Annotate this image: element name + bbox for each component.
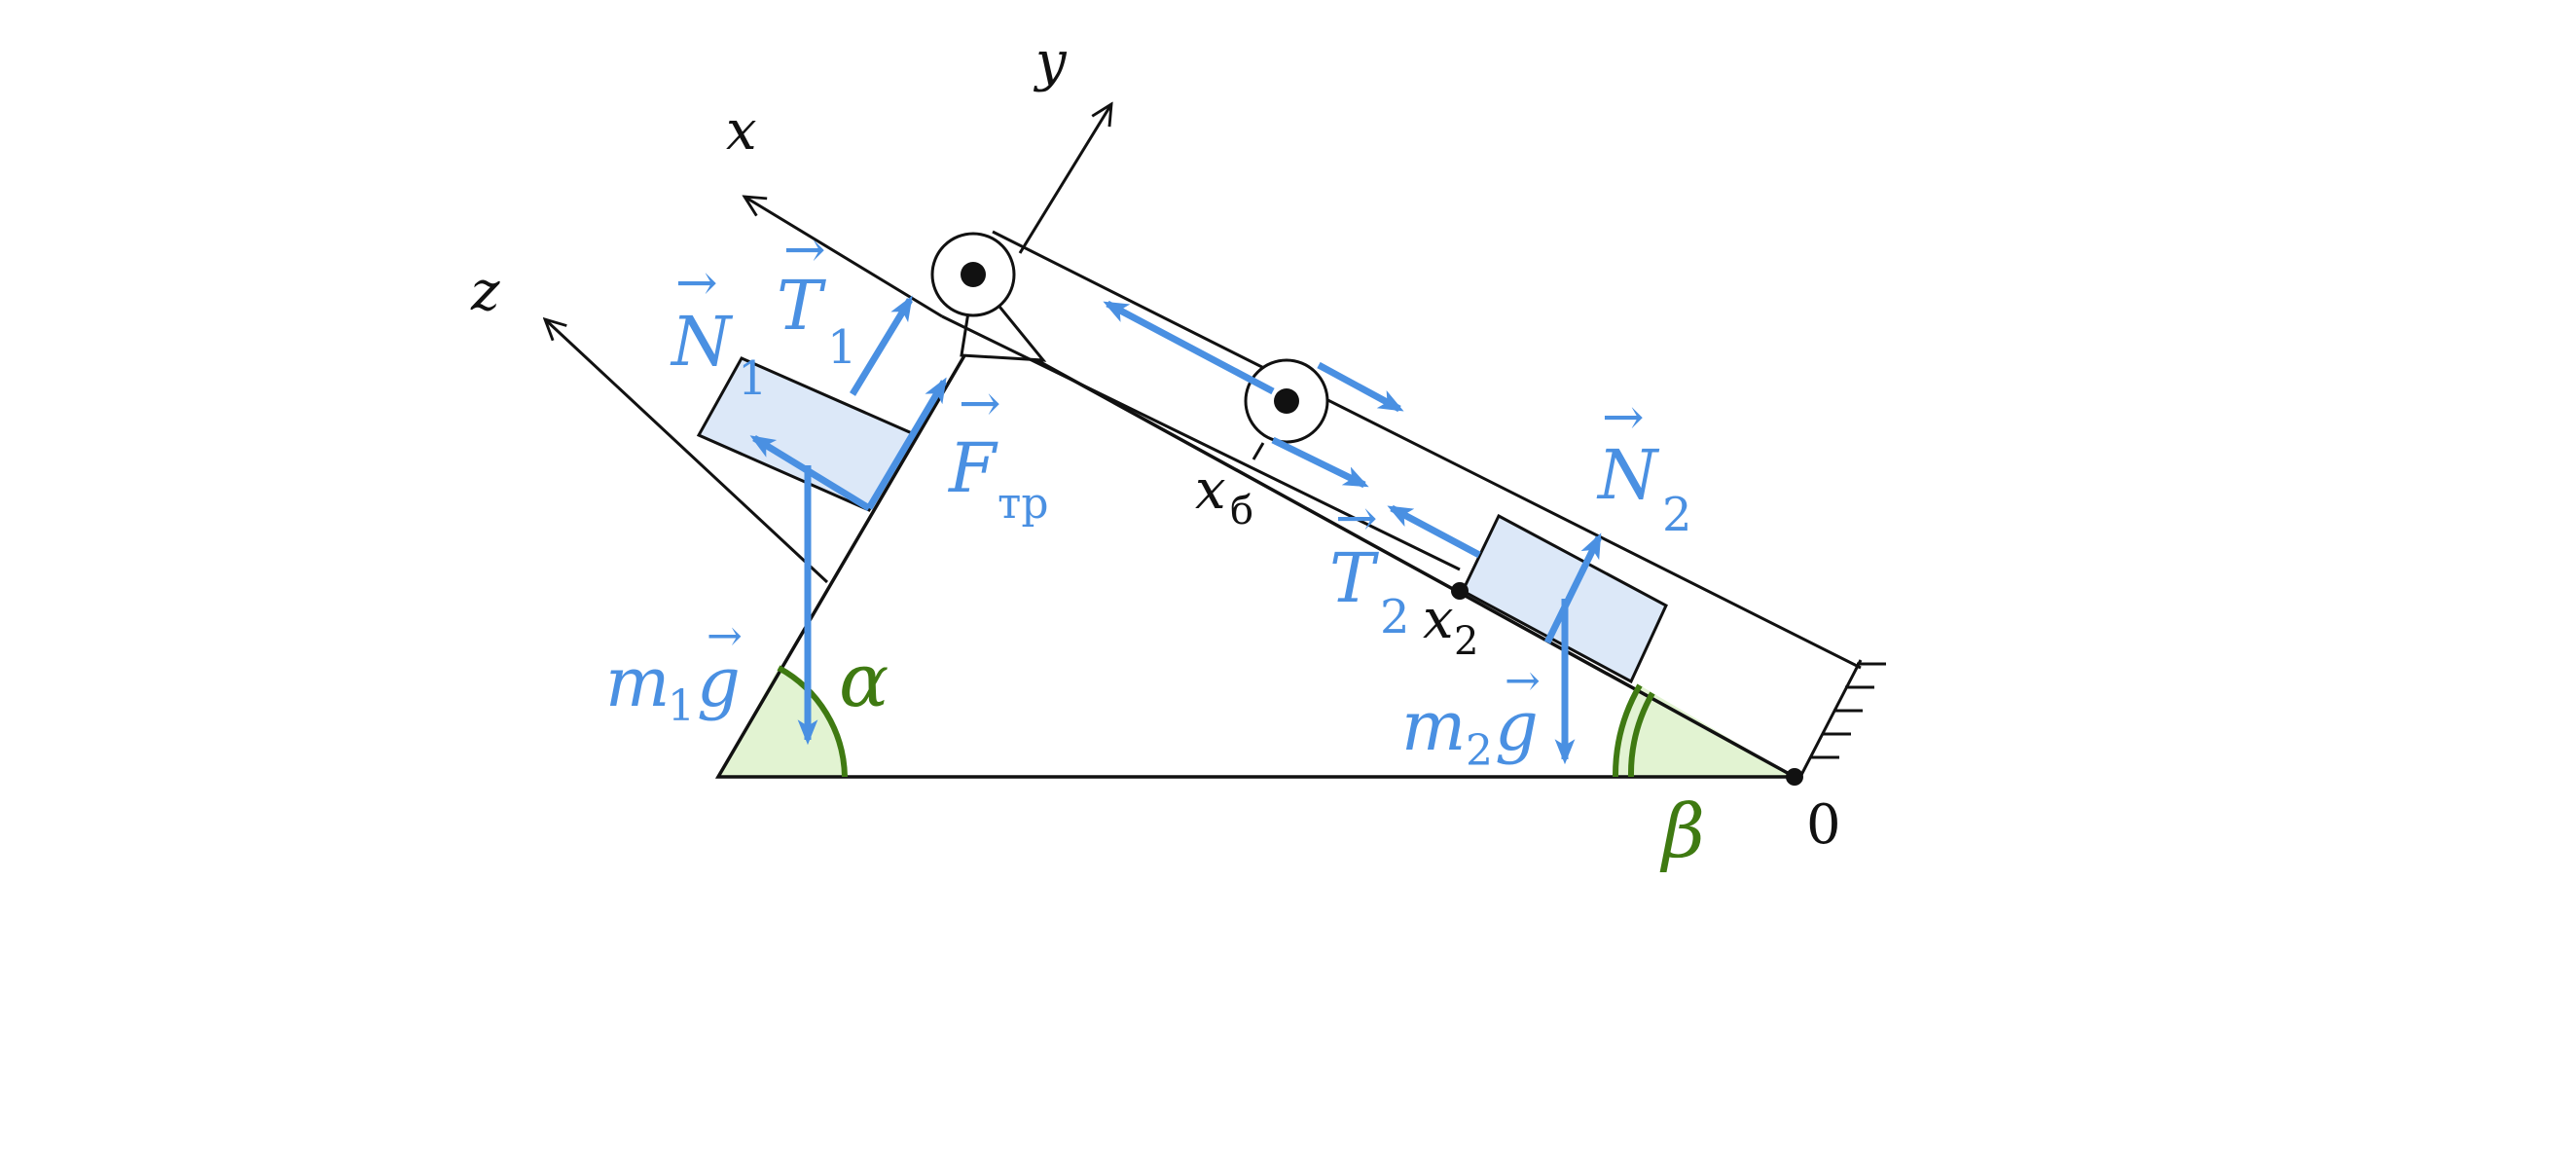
force-pulley-2-upper-left — [1103, 300, 1275, 395]
svg-text:g: g — [1495, 686, 1539, 766]
force-T2 — [1387, 504, 1481, 559]
force-T1 — [850, 295, 913, 396]
force-N1 — [749, 435, 871, 511]
alpha-angle-arc — [777, 665, 848, 778]
wall — [1798, 659, 1863, 778]
wall-hatching — [1810, 662, 1886, 759]
y-axis — [1018, 104, 1111, 254]
label-m1g: m 1 → g — [605, 611, 743, 731]
label-T2: → T 2 — [1329, 490, 1410, 644]
svg-text:N: N — [670, 302, 734, 382]
force-pulley-2-lower-right — [1271, 436, 1369, 489]
force-pulley-2-upper-right — [1317, 361, 1404, 413]
svg-text:→: → — [1505, 656, 1541, 706]
axis-z-label: z — [470, 260, 500, 323]
label-x2: x 2 — [1423, 588, 1478, 664]
svg-text:T: T — [777, 266, 826, 346]
beta-angle-arc-outer — [1612, 683, 1643, 778]
x2-point — [1451, 582, 1469, 600]
svg-text:2: 2 — [1454, 619, 1478, 664]
label-origin: 0 — [1806, 793, 1841, 857]
svg-text:x: x — [1195, 459, 1226, 522]
svg-text:2: 2 — [1466, 726, 1493, 776]
svg-text:→: → — [1335, 490, 1378, 548]
x-axis — [744, 197, 943, 318]
svg-text:2: 2 — [1380, 590, 1410, 644]
label-x6: x б — [1195, 459, 1253, 533]
pulley-2-axle — [1274, 388, 1299, 414]
svg-text:2: 2 — [1662, 488, 1692, 542]
svg-text:→: → — [1602, 388, 1645, 447]
rope-lower — [941, 314, 1461, 571]
beta-angle-arc-inner — [1627, 691, 1655, 778]
svg-text:→: → — [783, 221, 826, 279]
z-axis — [545, 319, 829, 584]
alpha-angle-fill — [718, 668, 845, 777]
force-Ftr — [865, 377, 948, 510]
label-m2g: m 2 → g — [1401, 656, 1541, 776]
block-1 — [696, 356, 915, 512]
svg-text:m: m — [1401, 686, 1466, 766]
axis-y-label: y — [1033, 30, 1068, 93]
svg-text:тр: тр — [998, 479, 1049, 529]
label-beta: β — [1659, 788, 1705, 874]
wedge — [714, 326, 1796, 779]
svg-text:→: → — [675, 254, 718, 312]
svg-text:m: m — [605, 643, 670, 722]
svg-text:g: g — [697, 643, 741, 722]
svg-text:1: 1 — [827, 320, 857, 375]
force-N2 — [1543, 532, 1603, 644]
svg-text:б: б — [1230, 489, 1253, 533]
axis-x-label: x — [726, 99, 757, 163]
svg-text:T: T — [1329, 538, 1379, 618]
rope-upper — [992, 230, 1862, 670]
svg-text:1: 1 — [668, 681, 695, 731]
label-Ftr: → F тр — [947, 375, 1049, 529]
x6-tick — [1252, 442, 1265, 460]
svg-text:N: N — [1596, 435, 1660, 515]
origin-point — [1786, 768, 1803, 786]
label-N1: → N 1 — [670, 254, 768, 406]
label-T1: → T 1 — [777, 221, 857, 375]
svg-text:1: 1 — [738, 351, 768, 406]
label-N2: → N 2 — [1596, 388, 1692, 542]
pulley-1-axle — [961, 262, 986, 287]
svg-text:→: → — [707, 611, 743, 661]
label-alpha: α — [839, 637, 889, 723]
svg-text:x: x — [1423, 588, 1454, 651]
svg-text:→: → — [959, 375, 1001, 433]
svg-text:F: F — [947, 428, 998, 508]
